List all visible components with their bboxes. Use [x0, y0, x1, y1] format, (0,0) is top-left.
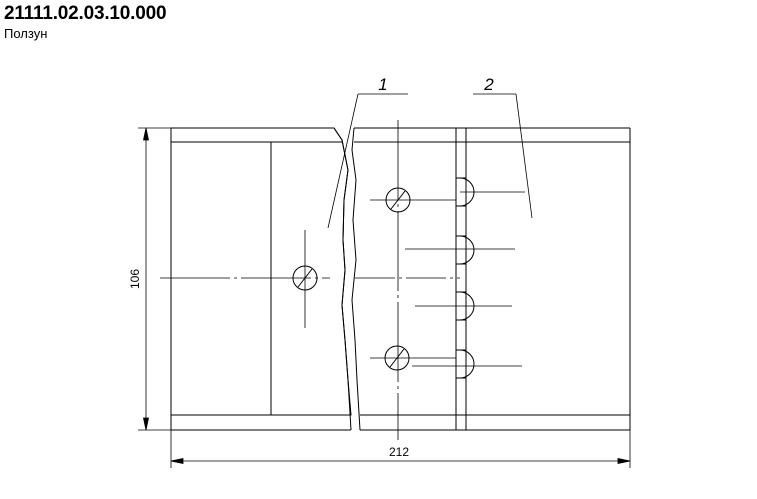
- dimension-106: [138, 127, 171, 431]
- dimension-212: [170, 430, 631, 468]
- center-lines: [160, 120, 525, 440]
- dimension-width-label: 212: [389, 445, 409, 459]
- part-number: 21111.02.03.10.000: [4, 3, 167, 24]
- part-name: Ползун: [4, 26, 48, 41]
- title-block: 21111.02.03.10.000 Ползун: [4, 2, 167, 42]
- dimension-height-label: 106: [128, 269, 142, 289]
- part-2-body: [354, 127, 631, 431]
- slot-holes: [292, 187, 411, 371]
- part-1-body: [170, 127, 361, 431]
- callout-1-label: 1: [378, 75, 387, 94]
- leader-lines: [327, 93, 533, 229]
- callout-2-label: 2: [483, 75, 494, 94]
